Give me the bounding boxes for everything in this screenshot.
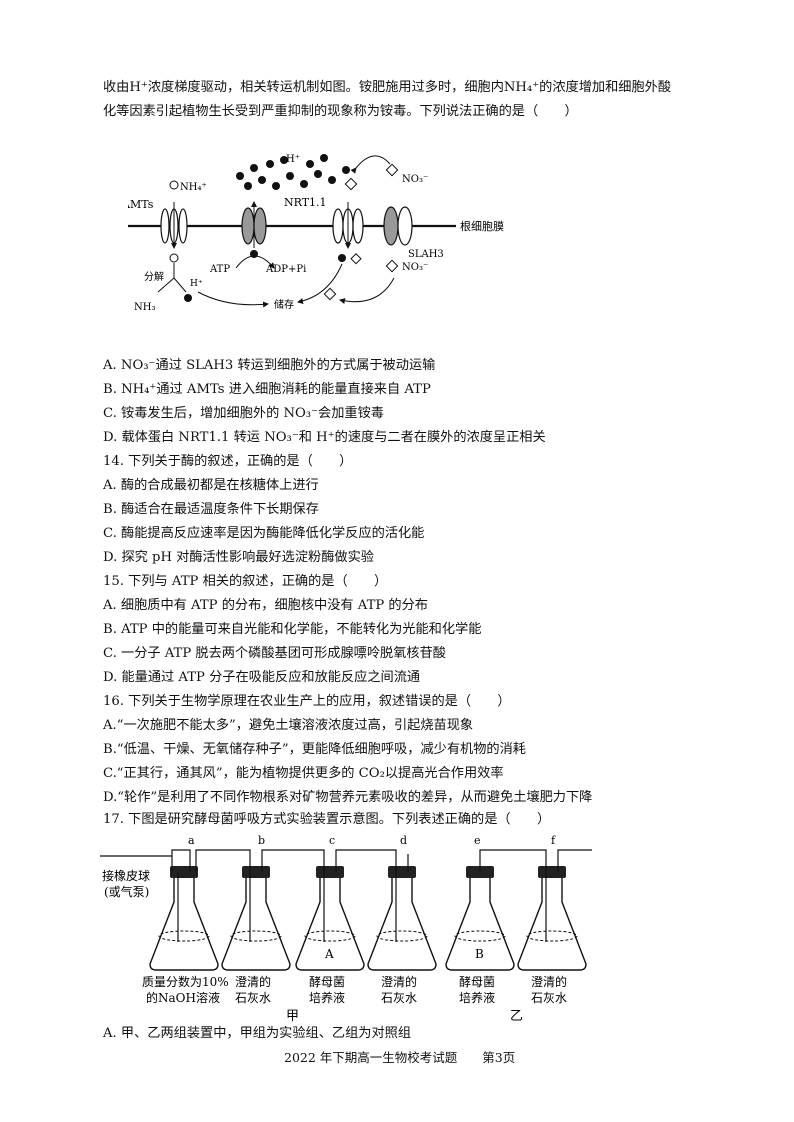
q14-option-d: D. 探究 pH 对酶活性影响最好选淀粉酶做实验 <box>103 550 374 565</box>
tube-f-label: f <box>551 834 556 847</box>
naoh-label-2: 的NaOH溶液 <box>146 990 220 1005</box>
flask-limewater-3 <box>517 865 587 971</box>
lime3-label-2: 石灰水 <box>531 991 567 1005</box>
no3-top-label: NO₃⁻ <box>402 174 428 185</box>
amts-channel <box>160 202 188 249</box>
hplus-top-label: H⁺ <box>286 154 300 165</box>
page-footer: 2022 年下期高一生物校考试题 第3页 <box>284 1050 516 1065</box>
yeast-a-label-2: 培养液 <box>309 990 345 1005</box>
q13-option-a: A. NO₃⁻通过 SLAH3 转运到细胞外的方式属于被动运输 <box>103 358 436 373</box>
q17-option-a: A. 甲、乙两组装置中，甲组为实验组、乙组为对照组 <box>103 1026 412 1041</box>
nrt-transporter <box>332 202 364 249</box>
q15-option-b: B. ATP 中的能量可来自光能和化学能，不能转化为光能和化学能 <box>103 622 482 637</box>
q14-option-a: A. 酶的合成最初都是在核糖体上进行 <box>103 478 319 493</box>
lime2-label-2: 石灰水 <box>381 991 417 1005</box>
q16-option-c: C.“正其行，通其风”，能为植物提供更多的 CO₂以提高光合作用效率 <box>103 766 504 781</box>
tube-e-label: e <box>474 834 481 847</box>
nrt-label: NRT1.1 <box>284 196 327 209</box>
intro-line-1: 收由H⁺浓度梯度驱动，相关转运机制如图。铵肥施用过多时，细胞内NH₄⁺的浓度增加… <box>103 80 672 95</box>
lime1-label-1: 澄清的 <box>235 974 271 989</box>
tube-b-label: b <box>258 834 265 847</box>
q13-option-d: D. 载体蛋白 NRT1.1 转运 NO₃⁻和 H⁺的速度与二者在膜外的浓度呈正… <box>103 430 546 445</box>
yeast-b-label-2: 培养液 <box>459 990 495 1005</box>
q15-option-d: D. 能量通过 ATP 分子在吸能反应和放能反应之间流通 <box>103 670 421 685</box>
yeast-b-label-1: 酵母菌 <box>459 975 495 989</box>
nh3-label: NH₃ <box>134 302 155 313</box>
nh4-label: NH₄⁺ <box>180 182 207 193</box>
lime1-label-2: 石灰水 <box>235 991 271 1005</box>
q16-option-d: D.“轮作”是利用了不同作物根系对矿物营养元素吸收的差异，从而避免土壤肥力下降 <box>103 790 593 805</box>
membrane-label: 根细胞膜 <box>460 219 504 233</box>
flask-b-mark: B <box>475 947 484 961</box>
adp-label: ADP+Pi <box>265 264 306 275</box>
membrane-transport-diagram: 根细胞膜 AMTs NH₄⁺ 分解 NH₃ H⁺ ATP ADP+Pi H⁺ <box>128 154 504 313</box>
q13-option-b: B. NH₄⁺通过 AMTs 进入细胞消耗的能量直接来自 ATP <box>103 382 431 397</box>
q16-stem: 16. 下列关于生物学原理在农业生产上的应用，叙述错误的是（ ） <box>103 694 511 709</box>
yeast-respiration-apparatus: a b c d e f 接橡皮球 (或气泵) A B 质量分数为10% 的NaO… <box>100 834 592 1022</box>
q15-option-a: A. 细胞质中有 ATP 的分布，细胞核中没有 ATP 的分布 <box>103 598 428 613</box>
flask-a-mark: A <box>324 947 334 961</box>
q17-stem: 17. 下图是研究酵母菌呼吸方式实验装置示意图。下列表述正确的是（ ） <box>103 812 551 827</box>
group-jia-label: 甲 <box>286 1009 299 1022</box>
pump-label-1: 接橡皮球 <box>102 868 150 883</box>
q16-option-a: A.“一次施肥不能太多”，避免土壤溶液浓度过高，引起烧苗现象 <box>103 718 474 733</box>
pump-label-2: (或气泵) <box>104 884 149 899</box>
no3-bottom-label: NO₃⁻ <box>402 262 428 273</box>
hplus-bottom-label: H⁺ <box>190 279 203 289</box>
q14-option-b: B. 酶适合在最适温度条件下长期保存 <box>103 502 319 517</box>
q14-stem: 14. 下列关于酶的叙述，正确的是（ ） <box>103 454 353 469</box>
intro-line-2: 化等因素引起植物生长受到严重抑制的现象称为铵毒。下列说法正确的是（ ） <box>103 104 578 119</box>
proton-dots <box>236 154 350 190</box>
atp-label: ATP <box>209 264 230 275</box>
slah3-channel <box>383 206 413 246</box>
lime3-label-1: 澄清的 <box>531 974 567 989</box>
flask-naoh <box>149 865 219 971</box>
flask-limewater-1 <box>221 865 291 971</box>
tube-d-label: d <box>400 834 407 847</box>
lime2-label-1: 澄清的 <box>381 974 417 989</box>
yeast-a-label-1: 酵母菌 <box>309 975 345 989</box>
naoh-label-1: 质量分数为10% <box>142 974 229 989</box>
slah3-label: SLAH3 <box>408 249 444 260</box>
amts-label: AMTs <box>128 198 154 211</box>
flask-limewater-2 <box>367 865 437 971</box>
group-yi-label: 乙 <box>510 1009 523 1022</box>
tube-a-label: a <box>188 834 195 847</box>
q15-stem: 15. 下列与 ATP 相关的叙述，正确的是（ ） <box>103 574 388 589</box>
fenjie-label: 分解 <box>144 270 164 283</box>
proton-pump <box>241 201 267 248</box>
store-label: 储存 <box>274 298 294 311</box>
q14-option-c: C. 酶能提高反应速率是因为酶能降低化学反应的活化能 <box>103 526 425 541</box>
q13-option-c: C. 铵毒发生后，增加细胞外的 NO₃⁻会加重铵毒 <box>103 406 384 421</box>
q16-option-b: B.“低温、干燥、无氧储存种子”，更能降低细胞呼吸，减少有机物的消耗 <box>103 742 526 757</box>
nh4-circle-bottom <box>169 253 179 263</box>
nh4-circle-top <box>169 180 179 190</box>
tube-c-label: c <box>329 834 335 847</box>
q15-option-c: C. 一分子 ATP 脱去两个磷酸基团可形成腺嘌呤脱氧核苷酸 <box>103 646 446 661</box>
